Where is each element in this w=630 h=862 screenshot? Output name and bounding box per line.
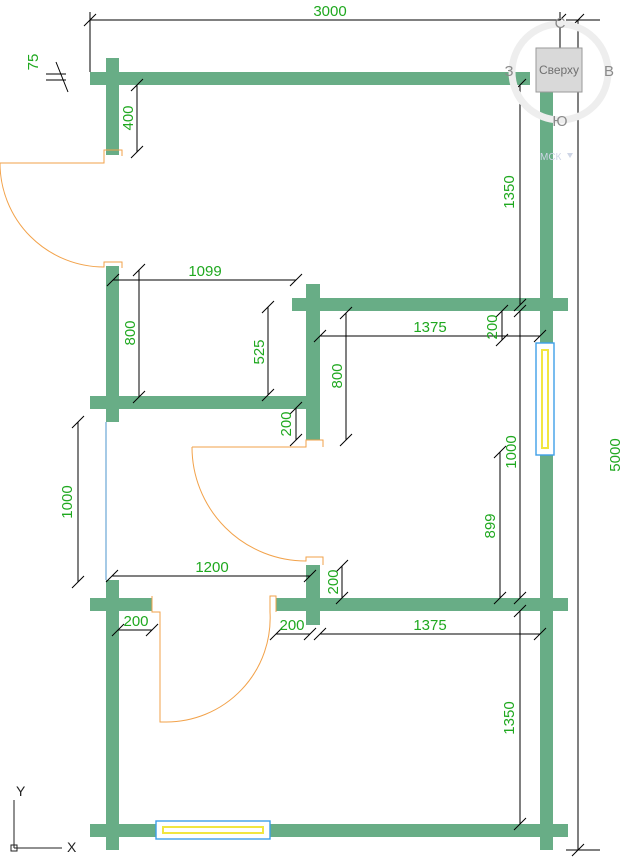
dim-overall-width: 3000 [313,3,346,20]
dim-room-width-line [106,273,303,287]
dim-bath-small: 200 [123,613,148,630]
dim-right-room-width: 1375 [413,319,446,336]
wall-middle-left [90,598,152,611]
dimension-lines [46,12,600,857]
dim-overall-height-line [566,13,600,857]
dim-right-small-line [495,304,509,347]
dim-bath-small-line [111,623,159,637]
dim-top-opening: 400 [120,105,137,130]
wall-left-top [106,58,119,155]
chevron-down-icon [567,153,573,158]
dim-mid-small: 200 [325,569,342,594]
dim-overall-width-line [83,12,567,72]
wall-room-top [292,298,568,311]
dim-closet-height: 800 [329,363,346,388]
wcs-menu-label: МСК [540,152,562,163]
wall-top [90,72,530,85]
dim-closet-height-line [339,306,353,447]
dim-wall-thickness: 75 [25,54,42,71]
dim-post-small: 200 [279,617,304,634]
dim-door-width-line [105,569,317,583]
dim-overall-height: 5000 [607,438,624,471]
viewcube-face-label: Сверху [539,63,579,77]
walls [90,58,568,850]
dim-window-height: 1000 [503,435,520,468]
dim-bottom-room-width-line [313,627,547,641]
window-right-glass [541,349,549,449]
ucs-origin-box [10,844,18,852]
compass-north[interactable]: С [555,15,566,32]
wall-left-middle [106,266,119,422]
dim-mid-right-height: 899 [482,513,499,538]
wall-room-bottom [90,396,316,409]
dim-closet-small-line [289,401,303,447]
wall-left-bottom [106,580,119,850]
wall-middle-post [306,565,320,625]
dim-right-room-width-line [313,329,547,343]
viewcube[interactable]: Сверху С Ю З В МСК [504,15,614,163]
dim-post-small-line [269,627,317,641]
dim-closet-small: 200 [278,411,295,436]
door-swing-bath [151,595,277,723]
door-swing-entry [0,149,123,268]
window-bottom-frame [155,820,271,840]
dim-right-small: 200 [484,314,501,339]
window-right-frame [535,342,555,456]
compass-south[interactable]: Ю [552,113,567,130]
dim-top-opening-line [130,78,144,159]
dim-mid-small-line [335,559,349,605]
ucs-icon: Y X [10,783,77,855]
window-bottom-glass [162,826,264,834]
dim-bottom-right-height-line [513,604,527,831]
windows [155,342,555,840]
dim-bottom-room-width: 1375 [413,617,446,634]
ucs-x-label: X [67,839,77,855]
dim-window-height-line [513,304,527,605]
dim-bottom-right-height: 1350 [501,701,518,734]
dim-room-height: 800 [122,320,139,345]
dim-left-opening: 1000 [59,485,76,518]
wall-right [540,72,553,850]
compass-west[interactable]: З [504,63,513,80]
dim-door-width: 1200 [195,559,228,576]
dim-left-opening-line [71,415,85,589]
compass-east[interactable]: В [604,63,614,80]
wall-middle-right [276,598,568,611]
wall-closet [306,284,320,440]
viewcube-face-top[interactable] [535,47,583,93]
dim-mid-right-height-line [493,445,507,605]
doors [0,149,324,723]
dim-room-width: 1099 [188,263,221,280]
wcs-menu[interactable]: МСК [540,152,573,163]
dim-step-line [261,300,275,402]
dim-top-right-height: 1350 [501,175,518,208]
dimension-labels: 3000 75 400 1350 1099 800 525 800 1375 2… [25,3,624,735]
dim-wall-thickness-line [46,61,69,93]
door-swing-hall [191,439,324,565]
dim-room-height-line [132,263,146,404]
ucs-y-label: Y [16,783,26,799]
viewcube-compass-ring [508,20,612,124]
dim-step: 525 [251,339,268,364]
